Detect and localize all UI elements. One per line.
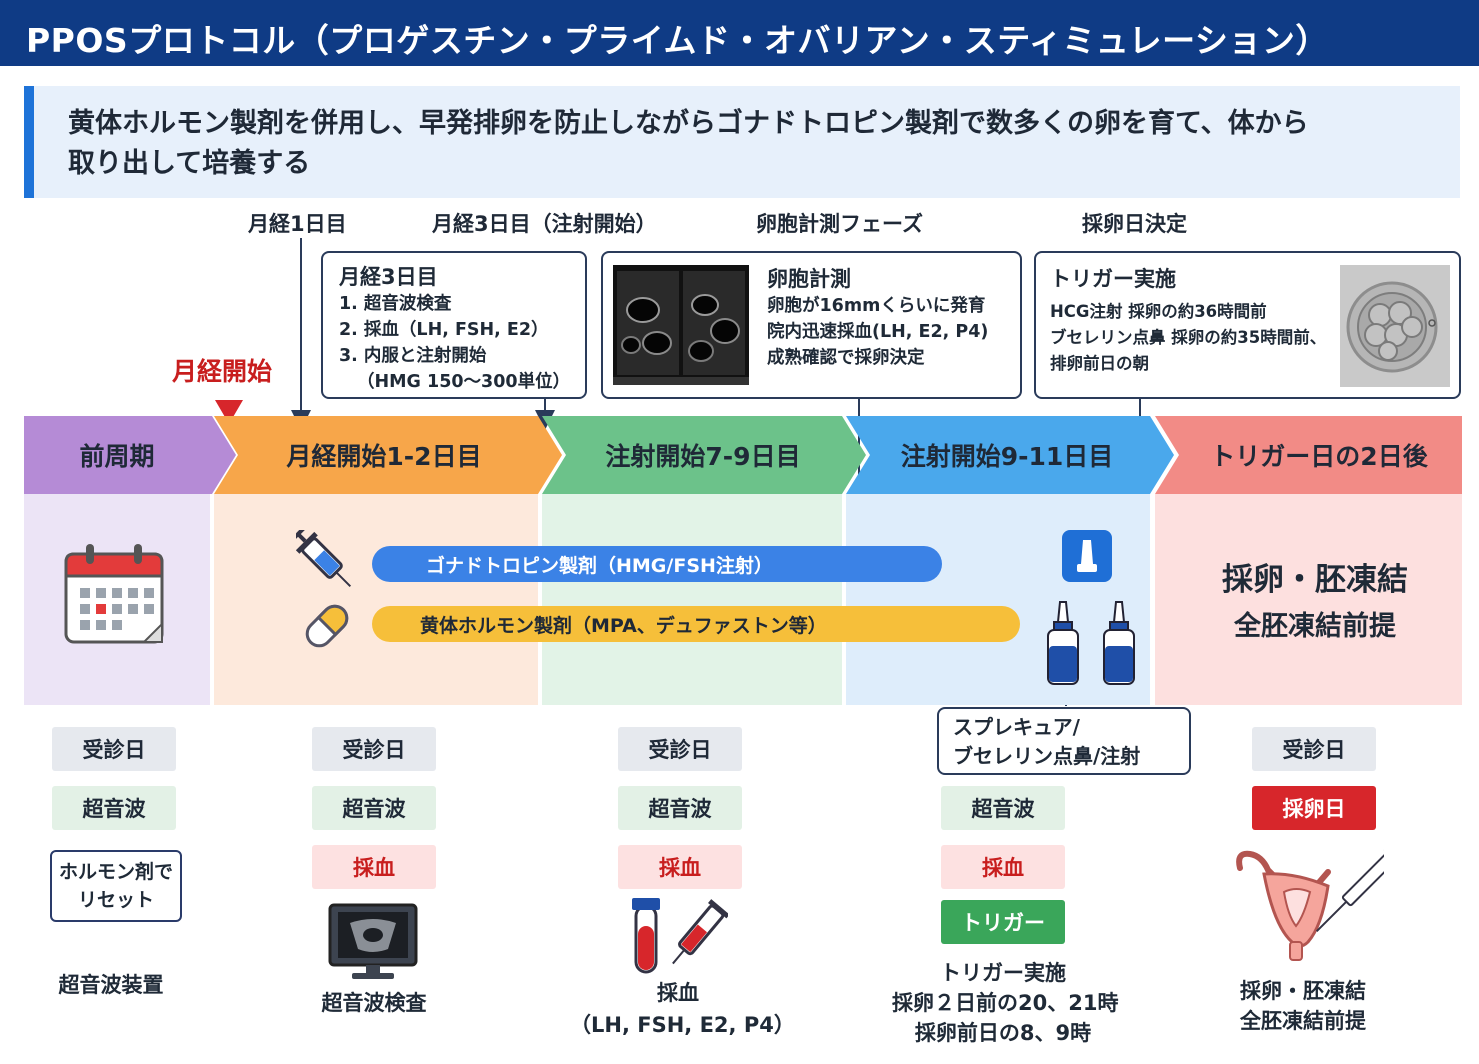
callout-day3-line: 1. 超音波検査 (339, 294, 452, 314)
phase-label-5: トリガー日の2日後 (1210, 442, 1428, 471)
tag-blood-test: 採血 (941, 845, 1065, 889)
caption-trigger-time1: 採卵２日前の20、21時 (892, 991, 1119, 1015)
chevron-phase-3 (542, 416, 866, 494)
phase-band-2 (214, 494, 538, 705)
phase-label-2: 月経開始1-2日目 (286, 442, 482, 471)
tag-retrieval-day: 採卵日 (1252, 786, 1376, 830)
callout-day3-title: 月経3日目 (339, 265, 438, 289)
caption-blood-items: （LH, FSH, E2, P4） (570, 1013, 795, 1037)
callout-trigger-line: ブセレリン点鼻 採卵の約35時間前、 (1050, 328, 1327, 347)
syringe-icon (296, 530, 352, 588)
phase-band-5 (1155, 494, 1462, 705)
page-title: PPOSプロトコル（プロゲスチン・プライムド・オバリアン・スティミュレーション） (26, 21, 1329, 60)
uterus-icon (1236, 846, 1384, 961)
caption-ultrasound-device: 超音波装置 (58, 973, 164, 997)
caption-retrieval-title: 採卵・胚凍結 (1240, 979, 1366, 1003)
callout-nasal-line: ブセレリン点鼻/注射 (953, 744, 1141, 768)
nasal-spray-badge-icon (1062, 530, 1112, 582)
caption-blood-title: 採血 (657, 981, 699, 1005)
phase-band-3 (542, 494, 842, 705)
capsule-icon (305, 604, 349, 648)
phase-chevrons (24, 416, 1462, 494)
label-decide: 採卵日決定 (1082, 212, 1187, 236)
calendar-icon (64, 544, 164, 644)
bar-gonadotropin-label: ゴナドトロピン製剤（HMG/FSH注射） (426, 554, 773, 577)
summary-text-line2: 取り出して培養する (68, 148, 311, 179)
callout-day3: 月経3日目 1. 超音波検査 2. 採血（LH, FSH, E2） 3. 内服と… (321, 251, 587, 399)
caption-retrieval-note: 全胚凍結前提 (1240, 1009, 1366, 1033)
tag-trigger: トリガー (941, 900, 1065, 944)
caption-ultrasound-exam: 超音波検査 (321, 991, 427, 1015)
callout-day3-line: （HMG 150〜300単位） (357, 372, 571, 392)
phase-label-3: 注射開始7-9日目 (605, 442, 801, 471)
bar-progestin-label: 黄体ホルモン製剤（MPA、デュファストン等） (420, 614, 827, 637)
embryo-image-icon (1340, 265, 1450, 387)
callout-follicle-title: 卵胞計測 (767, 267, 851, 291)
caption-trigger-title: トリガー実施 (940, 961, 1066, 985)
label-day1: 月経1日目 (248, 212, 347, 236)
label-menses-start: 月経開始 (172, 357, 273, 386)
nasal-spray-bottles-icon (1047, 601, 1135, 685)
callout-nasal-line: スプレキュア/ (953, 715, 1080, 739)
callout-follicle-line: 成熟確認で採卵決定 (767, 348, 925, 368)
blood-tube-icon (632, 898, 728, 974)
callout-trigger-line: 排卵前日の朝 (1050, 354, 1149, 373)
ultrasound-image-icon (613, 265, 749, 385)
callout-follicle: 卵胞計測 卵胞が16mmくらいに発育 院内迅速採血(LH, E2, P4) 成熟… (601, 251, 1022, 399)
tag-ultrasound: 超音波 (941, 786, 1065, 830)
callout-trigger-title: トリガー実施 (1050, 267, 1176, 291)
tag-ultrasound: 超音波 (312, 786, 436, 830)
callout-follicle-line: 卵胞が16mmくらいに発育 (767, 296, 986, 316)
result-line2: 全胚凍結前提 (1234, 611, 1396, 642)
callout-nasal: スプレキュア/ ブセレリン点鼻/注射 (937, 707, 1191, 775)
tag-visit-day: 受診日 (618, 727, 742, 771)
chevron-phase-4 (846, 416, 1174, 494)
label-measure: 卵胞計測フェーズ (756, 212, 923, 236)
tag-visit-day: 受診日 (1252, 727, 1376, 771)
tag-ultrasound: 超音波 (618, 786, 742, 830)
ultrasound-monitor-icon (328, 903, 418, 979)
page-header: PPOSプロトコル（プロゲスチン・プライムド・オバリアン・スティミュレーション） (0, 0, 1479, 66)
caption-trigger-time2: 採卵前日の8、9時 (914, 1021, 1092, 1045)
phase-band-4 (846, 494, 1150, 705)
tag-ultrasound: 超音波 (52, 786, 176, 830)
callout-day3-line: 2. 採血（LH, FSH, E2） (339, 320, 549, 340)
hormone-reset-line: ホルモン剤で (58, 861, 173, 883)
callout-trigger-line: HCG注射 採卵の約36時間前 (1050, 302, 1267, 321)
phase-label-4: 注射開始9-11日目 (900, 442, 1114, 471)
callout-trigger: トリガー実施 HCG注射 採卵の約36時間前 ブセレリン点鼻 採卵の約35時間前… (1034, 251, 1461, 399)
hormone-reset-line: リセット (77, 889, 154, 911)
callout-day3-line: 3. 内服と注射開始 (339, 346, 487, 366)
chevron-phase-2 (214, 416, 562, 494)
summary-text-line1: 黄体ホルモン製剤を併用し、早発排卵を防止しながらゴナドトロピン製剤で数多くの卵を… (68, 108, 1309, 139)
tag-hormone-reset: ホルモン剤で リセット (50, 850, 182, 922)
bar-gonadotropin: ゴナドトロピン製剤（HMG/FSH注射） (372, 546, 942, 582)
callout-follicle-line: 院内迅速採血(LH, E2, P4) (767, 322, 989, 342)
chevron-phase-5 (1155, 416, 1462, 494)
label-day3: 月経3日目（注射開始） (432, 212, 657, 236)
tag-blood-test: 採血 (618, 845, 742, 889)
phase-label-1: 前周期 (79, 442, 155, 471)
tag-visit-day: 受診日 (312, 727, 436, 771)
result-line1: 採卵・胚凍結 (1222, 562, 1408, 598)
chevron-phase-1 (24, 416, 236, 494)
summary-box: 黄体ホルモン製剤を併用し、早発排卵を防止しながらゴナドトロピン製剤で数多くの卵を… (24, 86, 1460, 198)
tag-blood-test: 採血 (312, 845, 436, 889)
bar-progestin: 黄体ホルモン製剤（MPA、デュファストン等） (372, 606, 1020, 642)
tag-visit-day: 受診日 (52, 727, 176, 771)
